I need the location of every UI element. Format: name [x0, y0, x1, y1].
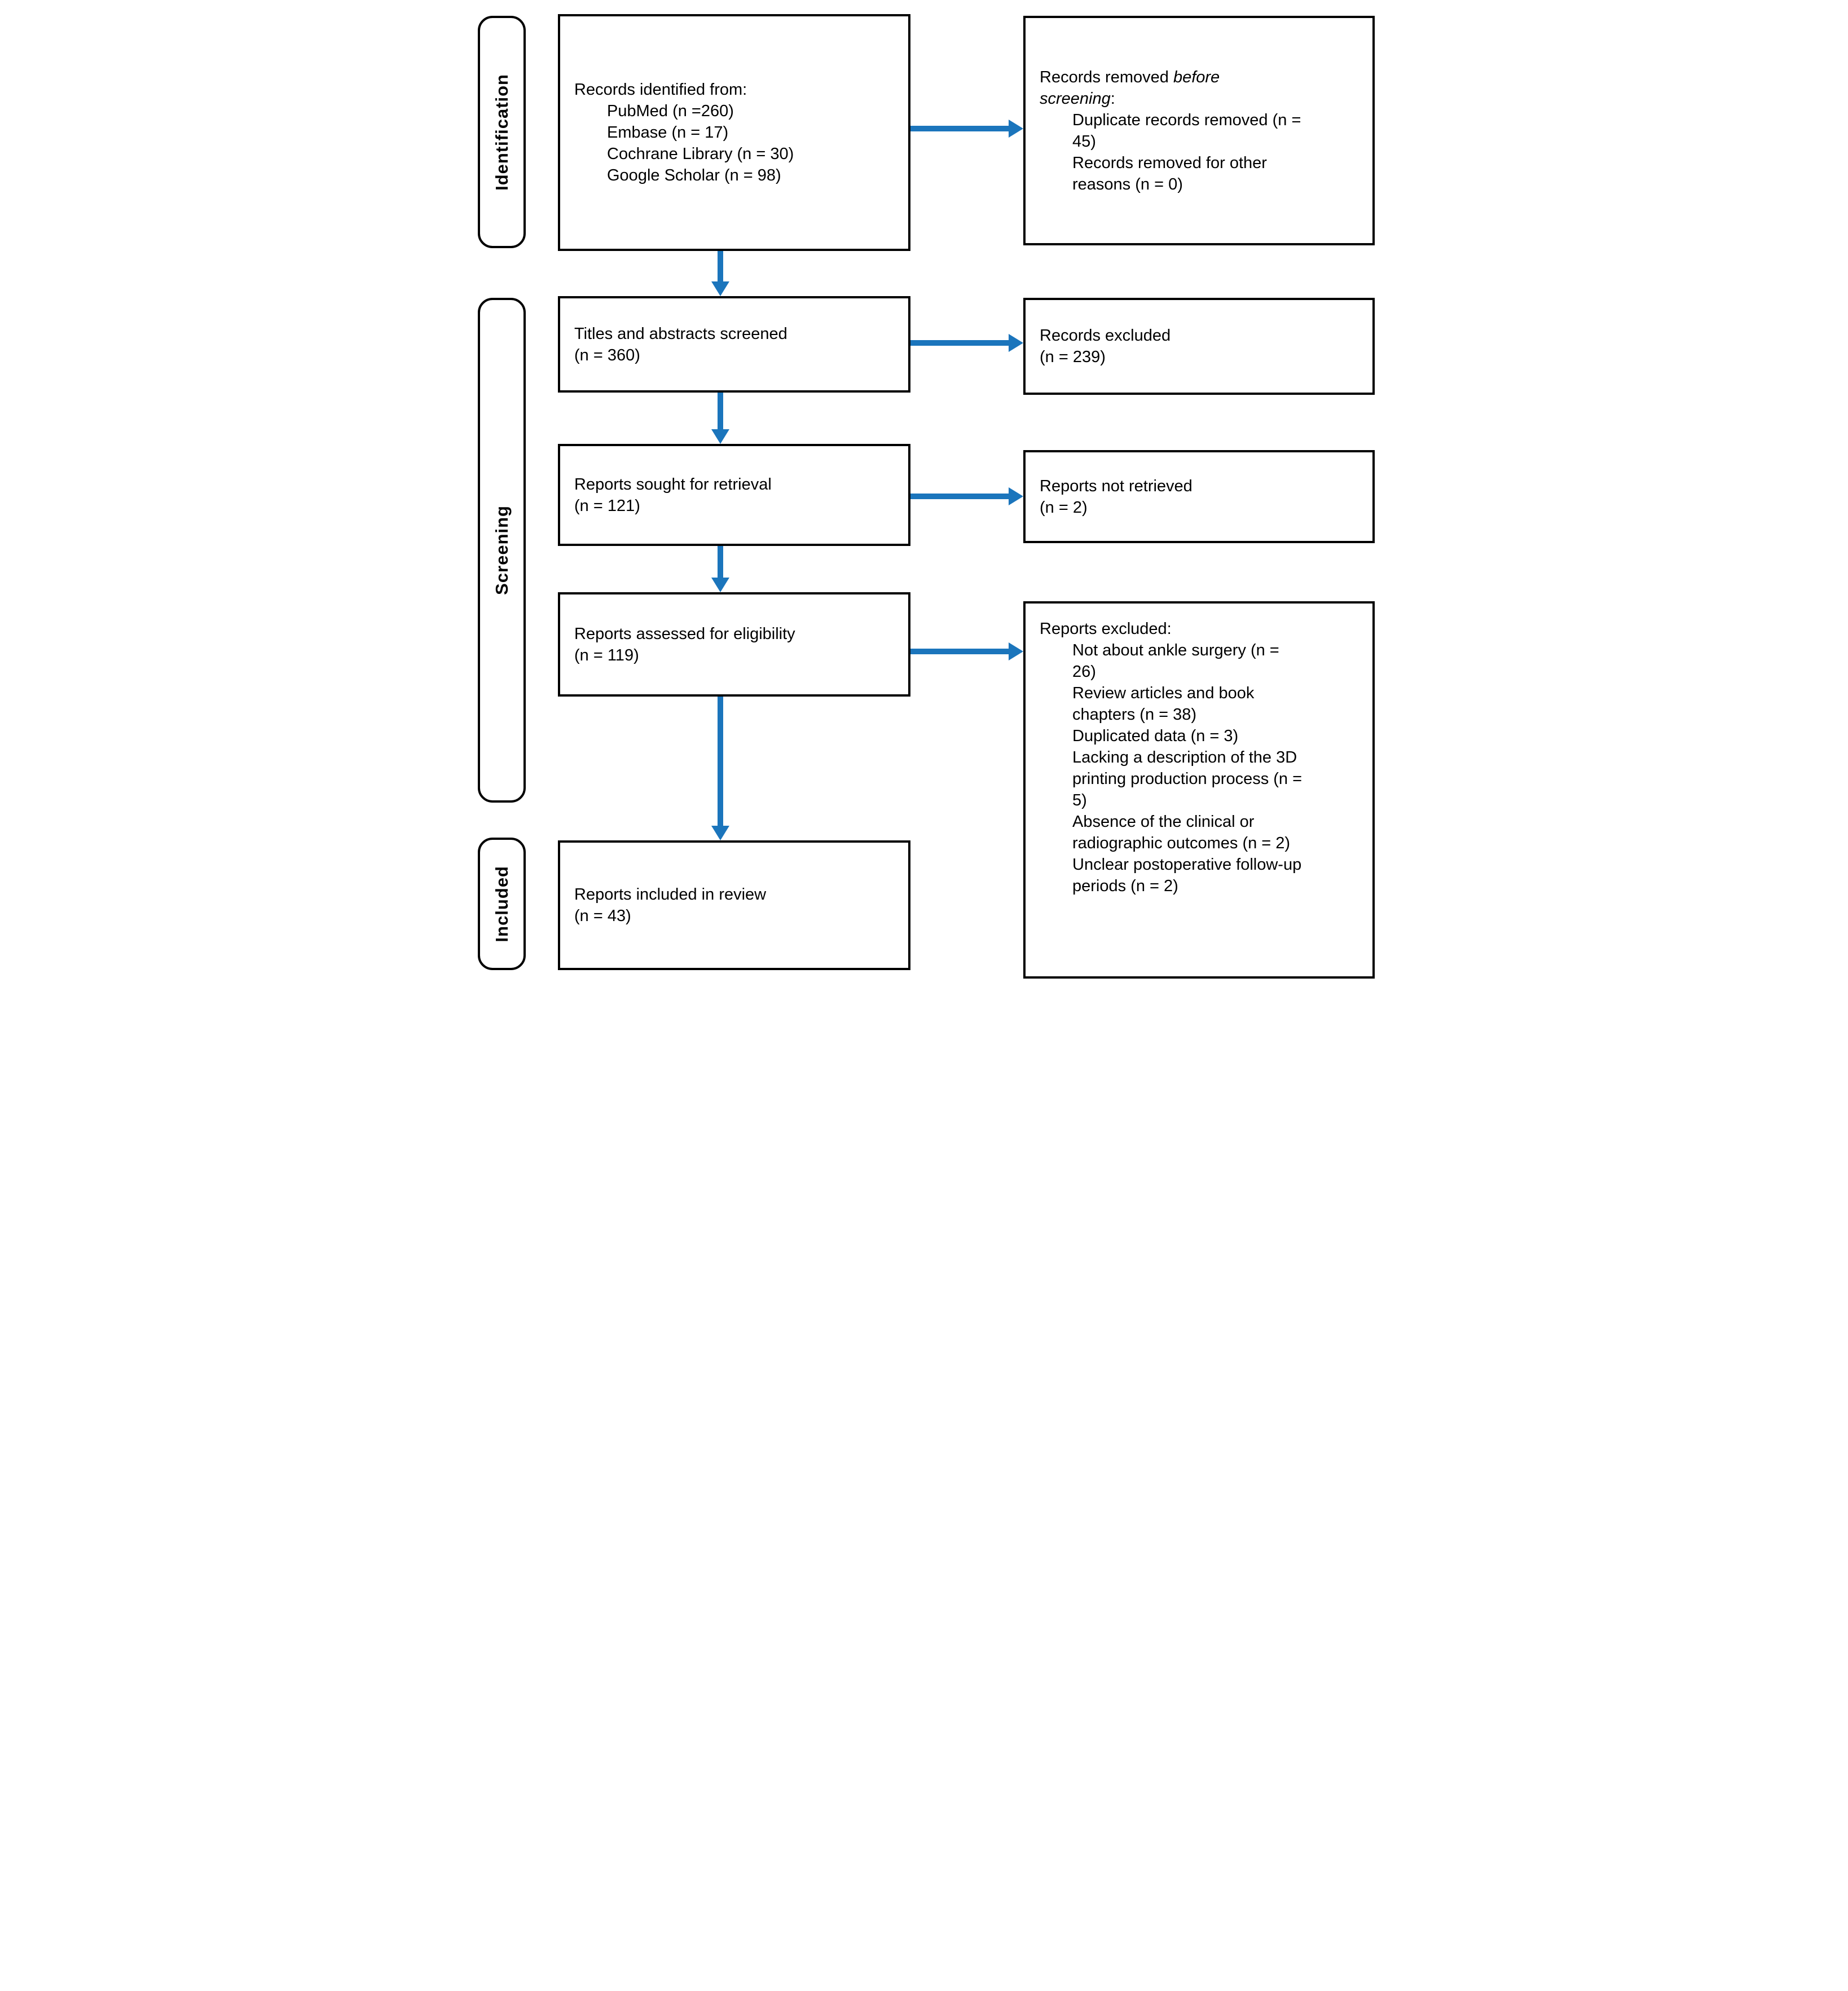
box-reports-excluded: Reports excluded: Not about ankle surger…: [1023, 601, 1375, 979]
arrow-shaft: [718, 697, 723, 827]
not-retrieved-count: (n = 2): [1040, 498, 1088, 517]
reports-excluded-title: Reports excluded:: [1040, 620, 1172, 638]
records-removed-colon: :: [1110, 89, 1115, 108]
arrow-identified-to-screened: [711, 251, 729, 296]
arrow-head-down-icon: [711, 281, 729, 296]
excluded-absence-outcomes: Absence of the clinical or radiographic …: [1072, 813, 1291, 852]
assessed-line1: Reports assessed for eligibility: [574, 624, 795, 643]
stage-bracket-included: Included: [478, 838, 526, 970]
arrow-sought-to-assessed: [711, 546, 729, 592]
records-excluded-line1: Records excluded: [1040, 327, 1171, 345]
source-embase: Embase (n = 17): [607, 124, 729, 142]
stage-label-screening: Screening: [491, 505, 512, 595]
arrow-shaft: [910, 340, 1010, 346]
arrow-sought-to-not-retrieved: [910, 487, 1023, 505]
arrow-head-right-icon: [1009, 334, 1023, 352]
arrow-shaft: [910, 494, 1010, 499]
not-retrieved-line1: Reports not retrieved: [1040, 477, 1193, 495]
box-titles-abstracts-screened: Titles and abstracts screened (n = 360): [558, 296, 910, 393]
screened-line1: Titles and abstracts screened: [574, 324, 787, 343]
stage-bracket-screening: Screening: [478, 298, 526, 803]
arrow-shaft: [910, 126, 1010, 131]
records-identified-title: Records identified from:: [574, 81, 747, 99]
arrow-identified-to-removed: [910, 120, 1023, 138]
records-excluded-count: (n = 239): [1040, 348, 1106, 366]
arrow-shaft: [910, 649, 1010, 654]
excluded-lacking-description: Lacking a description of the 3D printing…: [1072, 748, 1303, 809]
box-reports-sought: Reports sought for retrieval (n = 121): [558, 444, 910, 546]
arrow-shaft: [718, 546, 723, 579]
arrow-head-down-icon: [711, 826, 729, 840]
records-removed-title: Records removed before screening:: [1040, 67, 1265, 109]
arrow-screened-to-excluded: [910, 334, 1023, 352]
excluded-duplicated-data: Duplicated data (n = 3): [1072, 727, 1239, 745]
records-removed-italic: before screening: [1040, 68, 1220, 108]
box-reports-included: Reports included in review (n = 43): [558, 840, 910, 970]
sought-line1: Reports sought for retrieval: [574, 475, 772, 494]
source-google-scholar: Google Scholar (n = 98): [607, 166, 781, 184]
arrow-head-right-icon: [1009, 120, 1023, 138]
box-reports-assessed: Reports assessed for eligibility (n = 11…: [558, 592, 910, 697]
stage-label-identification: Identification: [491, 73, 512, 191]
arrow-screened-to-sought: [711, 393, 729, 444]
duplicate-records-removed: Duplicate records removed (n = 45): [1072, 111, 1301, 151]
excluded-unclear-followup: Unclear postoperative follow-up periods …: [1072, 856, 1302, 895]
excluded-not-ankle: Not about ankle surgery (n = 26): [1072, 641, 1279, 681]
arrow-head-down-icon: [711, 429, 729, 444]
arrow-shaft: [718, 393, 723, 430]
excluded-reviews-books: Review articles and book chapters (n = 3…: [1072, 684, 1255, 724]
records-removed-other: Records removed for other reasons (n = 0…: [1072, 153, 1267, 193]
included-count: (n = 43): [574, 907, 631, 925]
stage-bracket-identification: Identification: [478, 16, 526, 248]
records-removed-prefix: Records removed: [1040, 68, 1173, 86]
arrow-head-right-icon: [1009, 642, 1023, 660]
arrow-assessed-to-reports-excluded: [910, 642, 1023, 660]
screened-count: (n = 360): [574, 346, 640, 364]
source-cochrane: Cochrane Library (n = 30): [607, 145, 794, 163]
box-reports-not-retrieved: Reports not retrieved (n = 2): [1023, 450, 1375, 543]
arrow-head-down-icon: [711, 578, 729, 592]
stage-label-included: Included: [491, 865, 512, 942]
arrow-head-right-icon: [1009, 487, 1023, 505]
box-records-removed: Records removed before screening: Duplic…: [1023, 16, 1375, 245]
source-pubmed: PubMed (n =260): [607, 102, 734, 120]
prisma-flow-diagram: Identification Screening Included Record…: [462, 0, 1386, 996]
box-records-excluded: Records excluded (n = 239): [1023, 298, 1375, 395]
arrow-assessed-to-included: [711, 697, 729, 840]
arrow-shaft: [718, 251, 723, 283]
included-line1: Reports included in review: [574, 886, 767, 904]
sought-count: (n = 121): [574, 496, 640, 515]
box-records-identified: Records identified from: PubMed (n =260)…: [558, 14, 910, 251]
assessed-count: (n = 119): [574, 646, 639, 664]
